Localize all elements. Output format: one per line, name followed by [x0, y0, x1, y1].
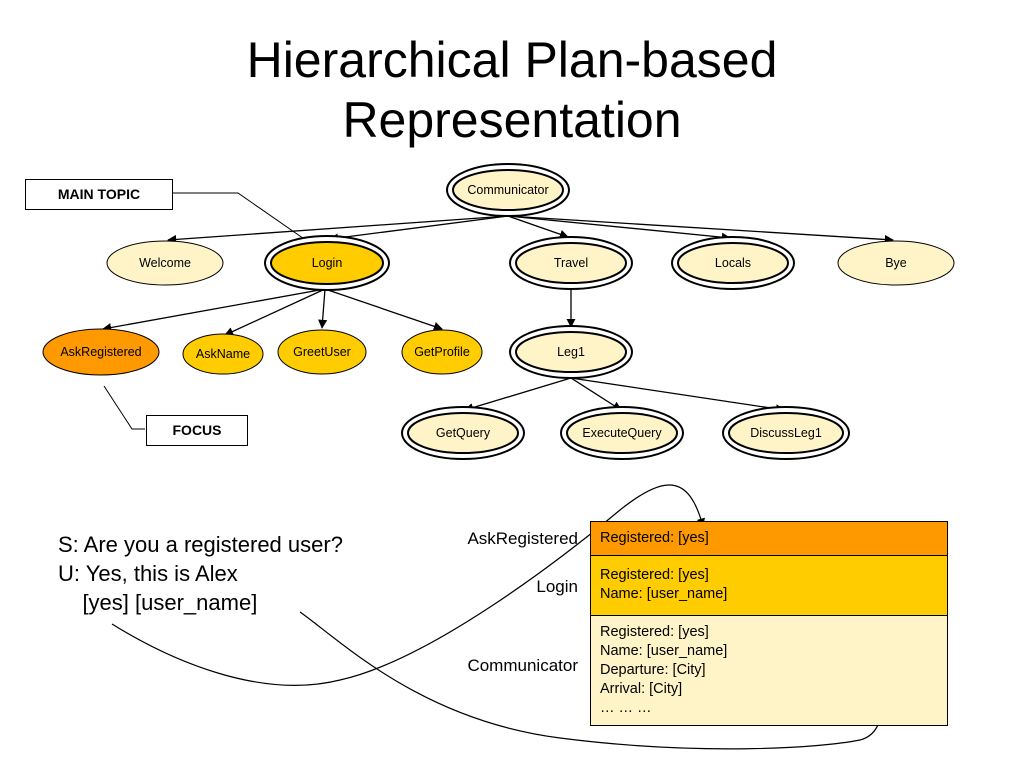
edge-login-greetuser [318, 288, 328, 329]
frame-line: Name: [user_name] [600, 643, 728, 659]
edge-login-askregistered [102, 288, 326, 333]
stack-label-communicator: Communicator [467, 656, 578, 675]
edge-login-askname [224, 288, 326, 336]
node-locals: Locals [671, 236, 795, 290]
node-executequery-label: ExecuteQuery [582, 426, 662, 440]
dialog-transcript: S: Are you a registered user? U: Yes, th… [58, 530, 343, 617]
edge-communicator-bye [507, 215, 894, 245]
node-askname-label: AskName [196, 347, 250, 361]
edge-communicator-login [329, 215, 509, 243]
focus-connector [103, 385, 145, 430]
edge-leg1-discussleg1 [570, 377, 785, 414]
node-communicator: Communicator [446, 163, 570, 217]
focus-callout: FOCUS [146, 415, 248, 446]
node-askregistered: AskRegistered [42, 328, 160, 376]
focus-text: FOCUS [172, 422, 222, 438]
edge-communicator-locals [507, 215, 731, 242]
node-bye-label: Bye [885, 256, 907, 270]
node-askname: AskName [182, 333, 264, 375]
frame-line: Registered: [yes] [600, 624, 709, 640]
frame-line: Registered: [yes] [600, 567, 709, 583]
node-greetuser-label: GreetUser [293, 345, 351, 359]
edge-login-getprofile [324, 288, 443, 331]
node-getquery: GetQuery [401, 406, 525, 460]
frame-communicator: Registered: [yes] Name: [user_name] Depa… [591, 615, 947, 725]
node-greetuser: GreetUser [277, 329, 367, 375]
frame-login: Registered: [yes] Name: [user_name] [591, 555, 947, 615]
node-getquery-label: GetQuery [436, 426, 491, 440]
main-topic-text: MAIN TOPIC [57, 186, 141, 202]
node-getprofile-label: GetProfile [414, 345, 470, 359]
curve-yes-to-registered [111, 484, 705, 686]
node-bye: Bye [837, 240, 955, 286]
title-line-1: Hierarchical Plan-based [246, 32, 778, 88]
node-getprofile: GetProfile [401, 329, 483, 375]
context-stack: Registered: [yes] Registered: [yes] Name… [590, 521, 948, 726]
main-topic-callout: MAIN TOPIC [25, 179, 173, 210]
node-leg1: Leg1 [509, 325, 633, 379]
node-welcome-label: Welcome [139, 256, 191, 270]
node-welcome: Welcome [106, 240, 224, 286]
tree-edges [102, 215, 894, 414]
edge-communicator-welcome [167, 215, 509, 244]
frame-line: Registered: [yes] [600, 530, 709, 546]
edge-leg1-executequery [570, 377, 622, 411]
node-travel-label: Travel [554, 256, 588, 270]
frame-line: … … … [600, 700, 652, 716]
frame-askregistered: Registered: [yes] [591, 522, 947, 555]
node-communicator-label: Communicator [467, 183, 548, 197]
node-travel: Travel [509, 236, 633, 290]
stack-label-askregistered: AskRegistered [467, 529, 578, 548]
user-concept-tags: [yes] [user_name] [58, 590, 258, 615]
edge-communicator-travel [507, 215, 569, 239]
node-askregistered-label: AskRegistered [60, 345, 141, 359]
node-discussleg1-label: DiscussLeg1 [750, 426, 822, 440]
title-line-2: Representation [342, 92, 682, 148]
frame-line: Name: [user_name] [600, 586, 728, 602]
stack-label-login: Login [536, 577, 578, 596]
node-login-label: Login [312, 256, 343, 270]
main-topic-connector [172, 192, 311, 244]
system-utterance: S: Are you a registered user? [58, 532, 343, 557]
edge-leg1-getquery [464, 377, 572, 412]
node-discussleg1: DiscussLeg1 [722, 406, 850, 460]
node-leg1-label: Leg1 [557, 345, 585, 359]
node-executequery: ExecuteQuery [560, 406, 684, 460]
node-locals-label: Locals [715, 256, 751, 270]
frame-line: Departure: [City] [600, 662, 706, 678]
node-login: Login [264, 235, 390, 291]
slide-title: Hierarchical Plan-based Representation [0, 30, 1024, 150]
user-utterance: U: Yes, this is Alex [58, 561, 238, 586]
frame-line: Arrival: [City] [600, 681, 683, 697]
